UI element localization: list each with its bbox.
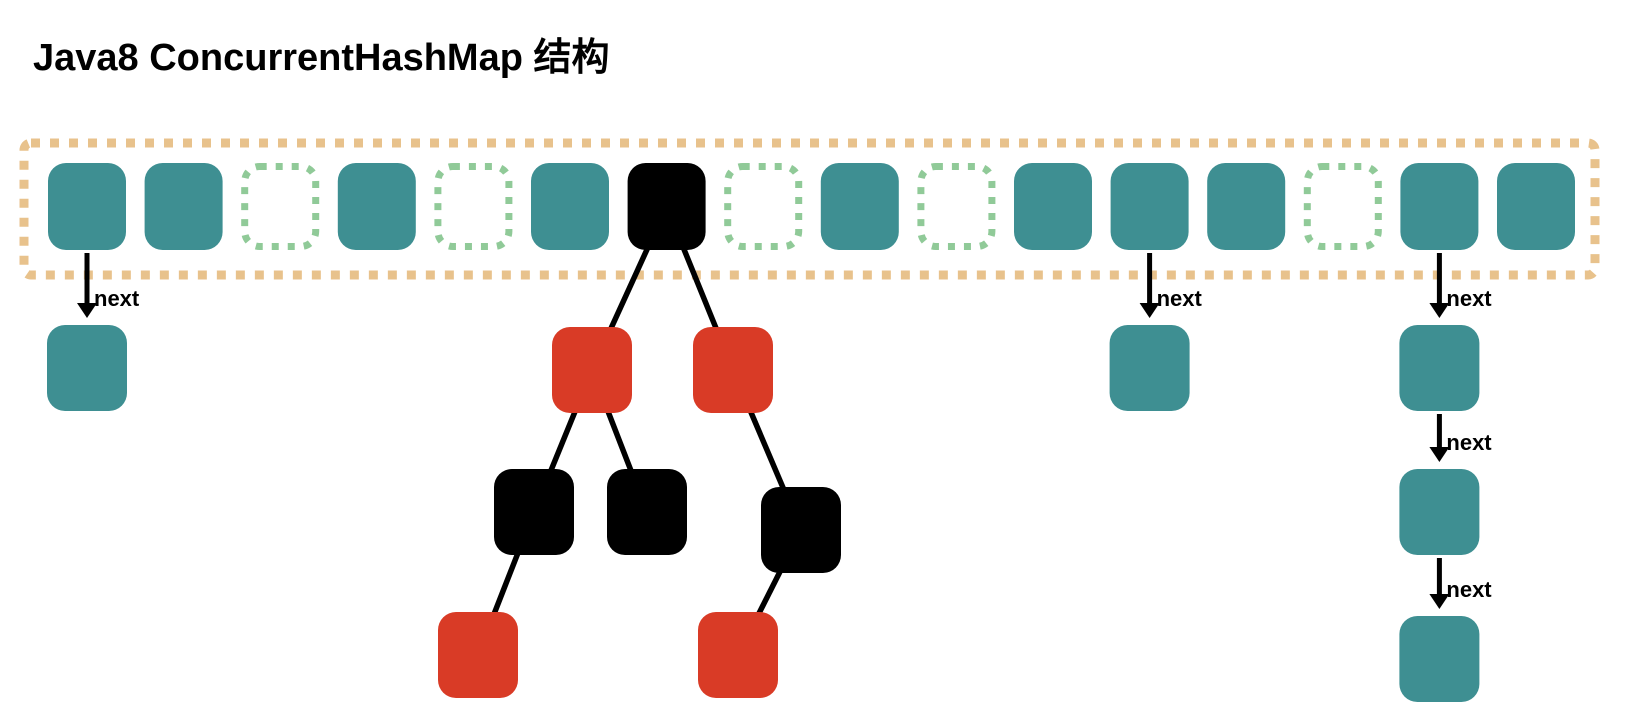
array-slot-node-11 [1110, 163, 1189, 250]
tree-node-bRR [761, 487, 841, 573]
diagram-title: Java8 ConcurrentHashMap 结构 [33, 37, 610, 79]
array-slot-node-15 [1497, 163, 1575, 250]
array-slot-node-8 [820, 163, 899, 250]
array-slot-node-3 [337, 163, 416, 250]
tree-node-rRRL [698, 612, 778, 698]
list-node-bucket14-1 [1399, 469, 1480, 555]
tree-node-bLR [607, 469, 687, 555]
tree-node-rL [552, 327, 632, 413]
array-slot-node-1 [144, 163, 223, 250]
tree-node-rLLL [438, 612, 518, 698]
tree-node-bLL [494, 469, 574, 555]
array-slot-node-0 [48, 163, 126, 250]
next-label: next [1446, 577, 1492, 602]
array-slot-node-10 [1014, 163, 1092, 250]
next-arrow-head-icon [1139, 303, 1160, 318]
array-slot-node-14 [1400, 163, 1479, 250]
array-slot-node-5 [531, 163, 609, 250]
array-slot-empty-9 [917, 163, 996, 250]
tree-node-rR [693, 327, 773, 413]
next-label: next [1446, 286, 1492, 311]
next-label: next [1446, 430, 1492, 455]
next-label: next [94, 286, 140, 311]
list-node-bucket14-0 [1399, 325, 1480, 411]
next-label: next [1157, 286, 1203, 311]
array-slot-empty-4 [434, 163, 513, 250]
next-arrow-head-icon [77, 303, 97, 318]
array-slot-empty-2 [241, 163, 320, 250]
list-node-bucket11-0 [1109, 325, 1190, 411]
array-slot-empty-13 [1303, 163, 1382, 250]
next-arrow-head-icon [1429, 303, 1450, 318]
array-slot-node-12 [1207, 163, 1286, 250]
array-slot-empty-7 [724, 163, 803, 250]
list-node-bucket0-0 [47, 325, 127, 411]
array-slot-tree-root-6 [627, 163, 706, 250]
list-node-bucket14-2 [1399, 616, 1480, 702]
next-arrow-head-icon [1429, 594, 1450, 609]
table-array-border [19, 138, 1600, 280]
next-arrow-head-icon [1429, 447, 1450, 462]
